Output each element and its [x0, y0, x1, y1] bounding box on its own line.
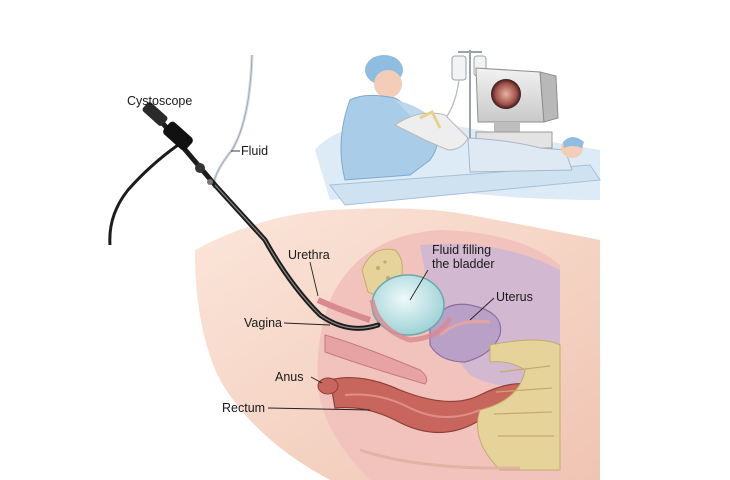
sacrum [477, 339, 561, 471]
label-rectum: Rectum [222, 401, 266, 415]
scope-eyepiece [142, 102, 168, 126]
operating-scene [315, 50, 601, 206]
monitor-screen [491, 79, 521, 109]
label-uterus: Uterus [496, 290, 533, 304]
urethra-tube [316, 297, 371, 323]
label-fluid-filling-line1: Fluid filling [432, 243, 492, 257]
cystoscope-instrument [108, 54, 381, 331]
label-cystoscope: Cystoscope [127, 94, 193, 108]
leader-lines [231, 150, 495, 411]
label-urethra: Urethra [288, 248, 330, 262]
patient [394, 109, 584, 173]
anus [317, 377, 339, 395]
fluid-bag [451, 55, 467, 81]
label-anus: Anus [275, 370, 304, 384]
label-vagina: Vagina [244, 316, 282, 330]
light-cable [108, 143, 179, 246]
pelvic-cross-section [195, 208, 600, 480]
label-fluid-filling-line2: the bladder [432, 257, 495, 271]
patient-body [467, 137, 573, 173]
vagina-canal [324, 334, 428, 385]
surgeon [340, 55, 453, 181]
label-fluid: Fluid [241, 144, 269, 158]
video-monitor [475, 67, 559, 149]
